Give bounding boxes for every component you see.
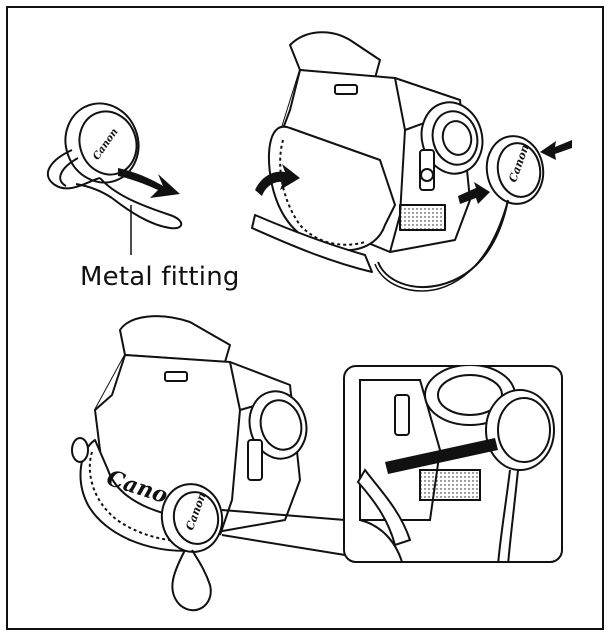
metal-fitting-label: Metal fitting [80,262,240,292]
camcorder-top [252,32,490,272]
press-arrow-left [458,182,490,204]
threading-arrow [118,168,180,198]
cap-loop [172,550,210,610]
detail-pointer-arrow [385,438,498,474]
lens-cap-on-strap: Canon [157,479,228,556]
lens-cap-loose: Canon [48,93,181,228]
press-arrow-right [540,140,572,160]
strap-insert-arrow [255,164,300,196]
cap-cord [378,200,508,287]
lens-cap-attaching: Canon [482,132,549,209]
detail-inset [344,365,562,565]
zoom-connector [222,510,345,555]
